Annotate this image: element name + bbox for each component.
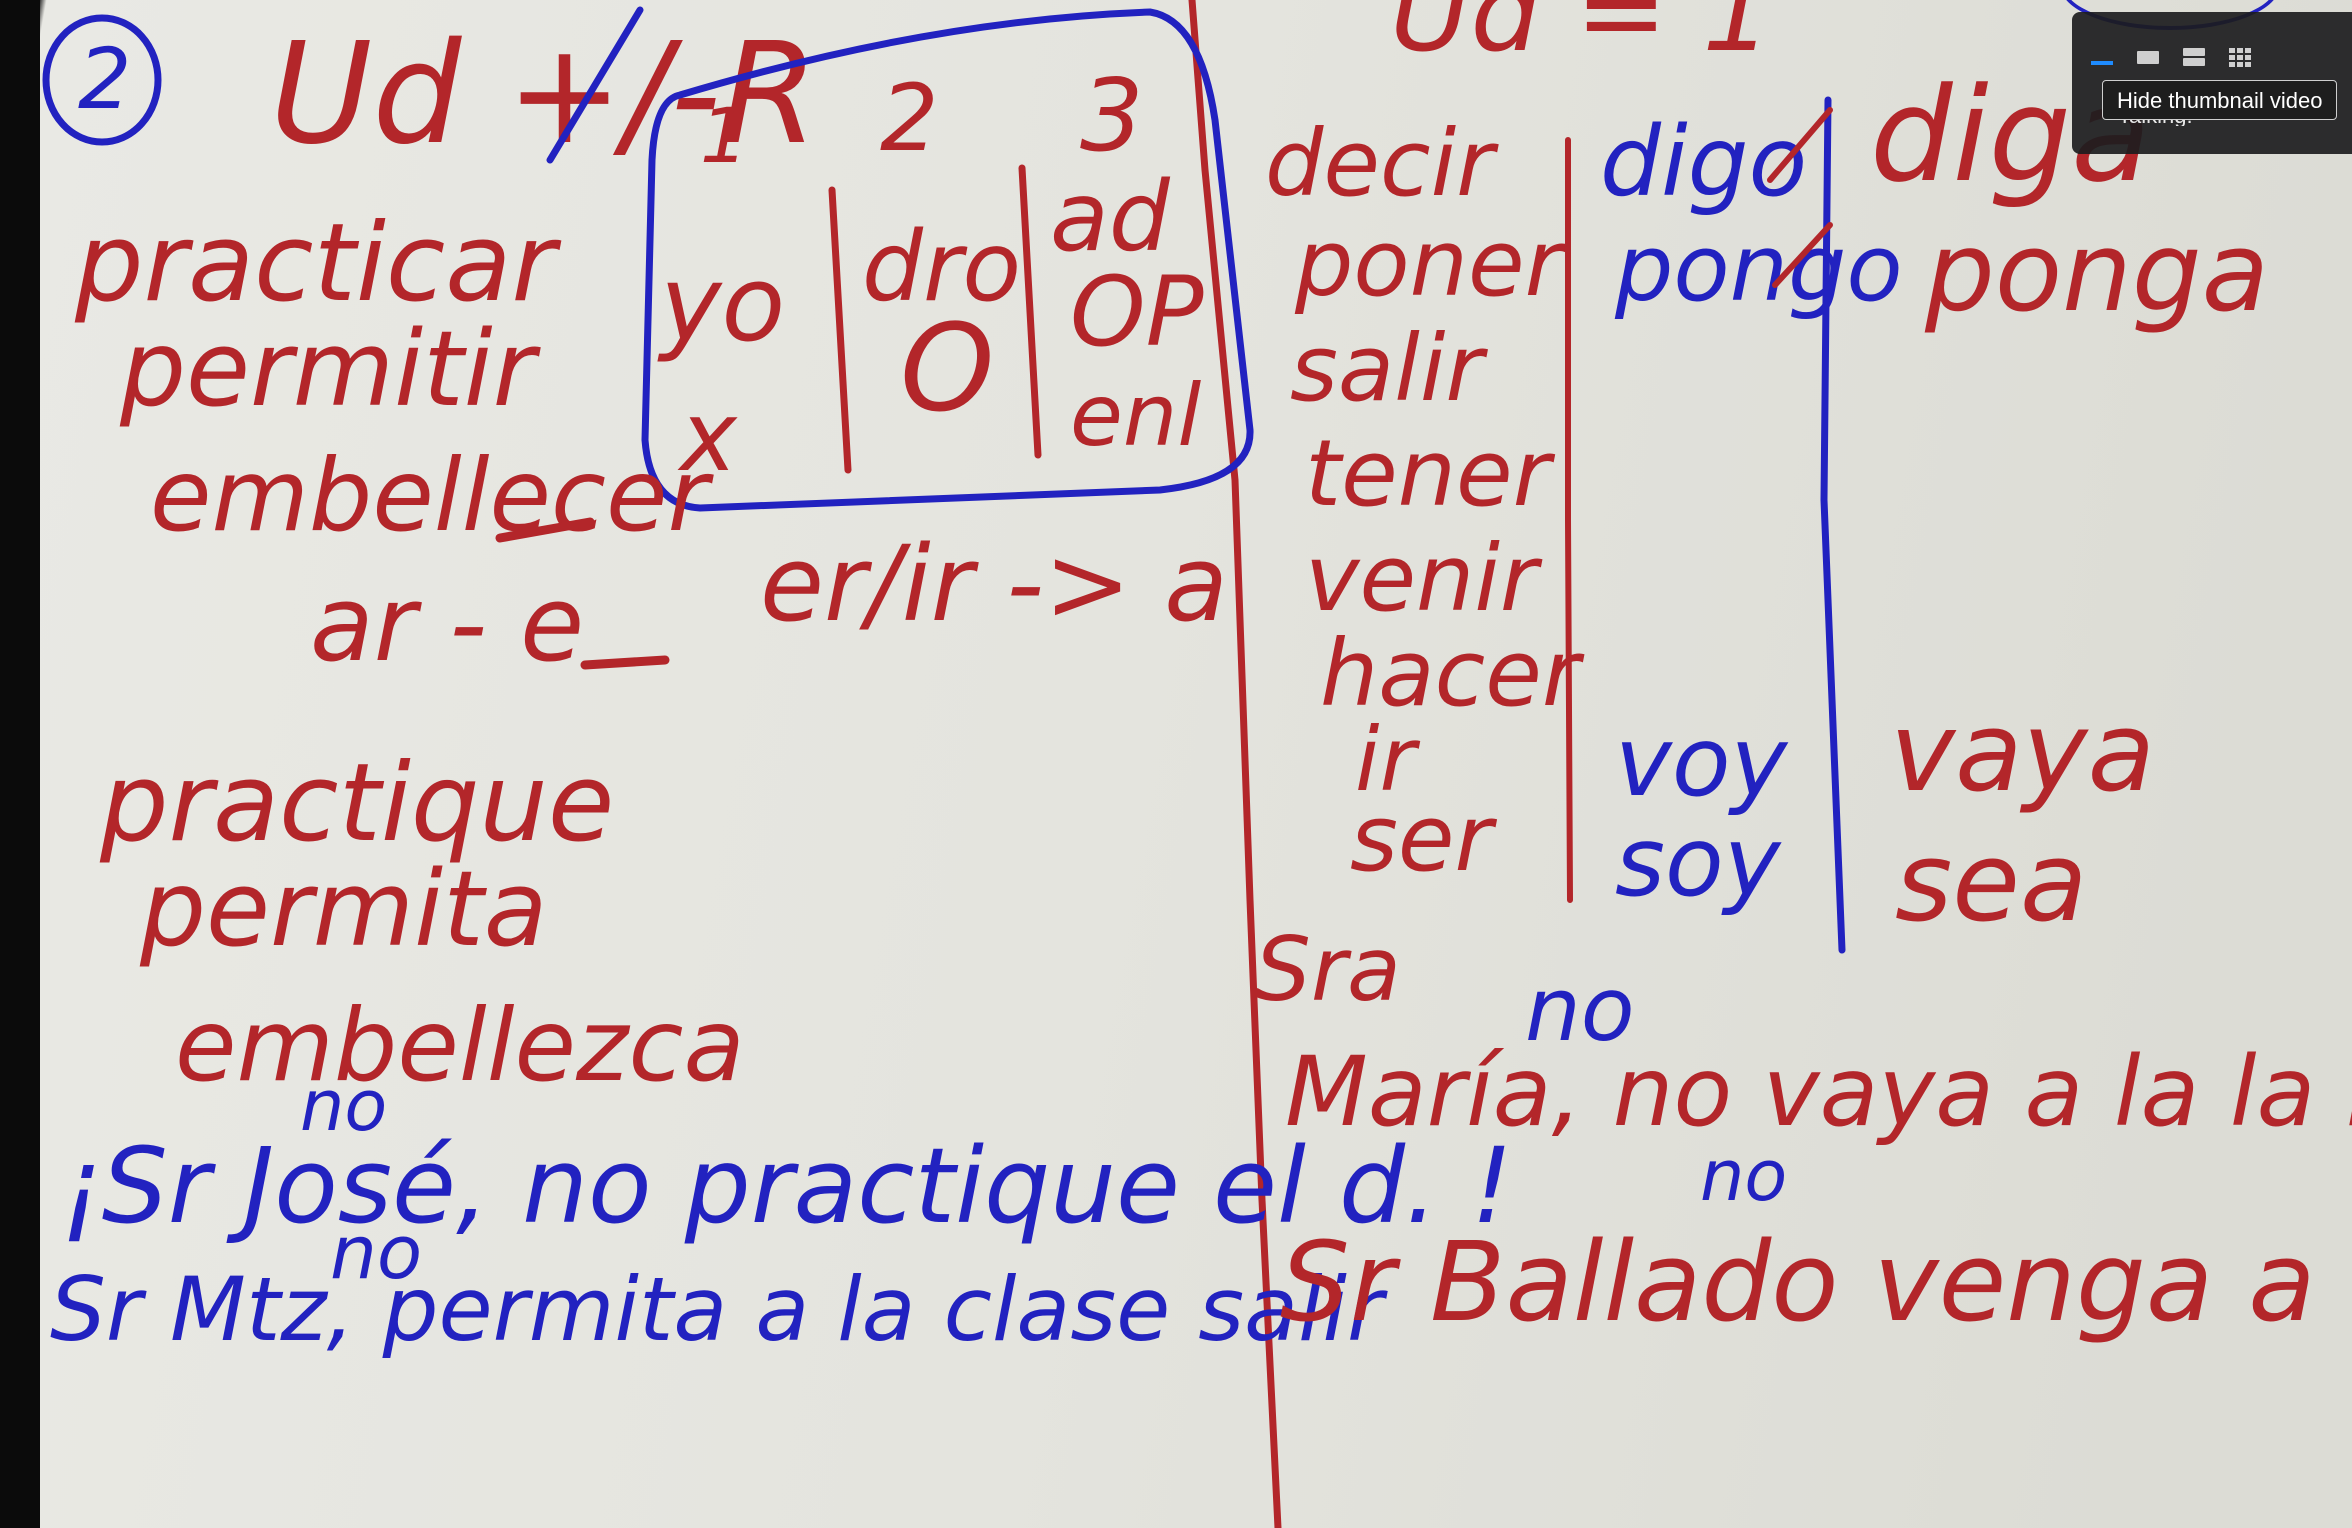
yo-form-pongo: pongo (1614, 215, 1903, 322)
yo-form-soy: soy (1615, 806, 1782, 918)
grid-view-icon (2229, 48, 2251, 67)
minimize-button[interactable] (2084, 42, 2120, 72)
example-left-2: Sr Mtz, permita a la clase salir (50, 1258, 1388, 1361)
left-heading: Ud +/-R (270, 13, 818, 176)
yo-form-voy: voy (1615, 706, 1789, 818)
heading-slash (546, 6, 644, 164)
verb-practicar: practicar (74, 201, 561, 326)
yo-form-digo: digo (1600, 106, 1807, 218)
table-cell-dro: dro (862, 211, 1021, 323)
ud-form-vaya: vaya (1890, 688, 2155, 816)
irregular-salir: salir (1290, 315, 1488, 422)
table-headers: 1 2 3 (700, 57, 1144, 180)
ud-form-ponga: ponga (1924, 208, 2269, 336)
table-sep-1 (828, 186, 852, 474)
stacked-view-icon (2183, 48, 2205, 66)
underline-e (580, 655, 670, 670)
grid-view-button[interactable] (2222, 42, 2258, 72)
example-left-2-no: no (330, 1210, 422, 1296)
form-practique: practique (99, 741, 614, 866)
example-right-2: Sr Ballado venga a la clase. (1280, 1218, 2352, 1346)
divider-red-verbs (1565, 137, 1573, 903)
strike-digo (1767, 107, 1833, 183)
irregular-ir: ir (1355, 708, 1420, 811)
divider-red-main (1188, 0, 1282, 1528)
example-left-1: ¡Sr José, no practique el d. ! (60, 1125, 1513, 1247)
example-right-1b: María, no vaya a la la reunión (1285, 1036, 2352, 1148)
rule-er-ir: er/ir -> a (760, 523, 1228, 645)
table-cell-enl: enl (1070, 366, 1201, 466)
strike-pongo (1772, 222, 1833, 288)
table-box (641, 8, 1254, 512)
table-col-3: 3 (1080, 57, 1144, 174)
stacked-view-button[interactable] (2176, 42, 2212, 72)
table-cell-ad: ad (1050, 161, 1171, 273)
verb-embellecer: embellecer (150, 437, 715, 554)
verb-permitir: permitir (119, 308, 542, 430)
example-left-1-no: no (300, 1065, 387, 1147)
table-cell-x: x (677, 381, 738, 493)
board-left-edge (0, 0, 40, 1528)
example-right-2-no: no (1700, 1135, 1787, 1217)
right-heading: Ud = 1 (1390, 0, 1772, 76)
section-circle (42, 14, 162, 146)
table-col-2: 2 (880, 65, 939, 172)
form-permita: permita (139, 848, 547, 970)
single-view-icon (2137, 51, 2159, 64)
rule-ar: ar - e (310, 563, 584, 685)
single-view-button[interactable] (2130, 42, 2166, 72)
table-sep-2 (1018, 164, 1042, 459)
example-right-1-no-mark: no (1525, 958, 1635, 1061)
irregular-ser: ser (1350, 785, 1498, 892)
table-cell-o: O (900, 300, 994, 439)
form-embellezca: embellezca (175, 987, 745, 1104)
irregular-venir: venir (1305, 525, 1543, 632)
irregular-hacer: hacer (1320, 620, 1585, 727)
divider-blue-forms (1820, 96, 1846, 954)
example-right-1a: Sra (1255, 918, 1401, 1021)
minimize-icon (2091, 61, 2113, 65)
table-col-1: 1 (700, 91, 748, 180)
table-cell-op: OP (1070, 256, 1204, 368)
irregular-decir: decir (1265, 110, 1499, 217)
ud-form-sea: sea (1895, 818, 2087, 946)
underline-embellecer (495, 517, 595, 543)
irregular-poner: poner (1294, 210, 1568, 317)
section-number: 2 (78, 30, 131, 128)
hide-thumbnail-tooltip: Hide thumbnail video (2102, 80, 2338, 120)
table-cell-yo: yo (657, 243, 785, 365)
irregular-tener: tener (1305, 420, 1556, 527)
